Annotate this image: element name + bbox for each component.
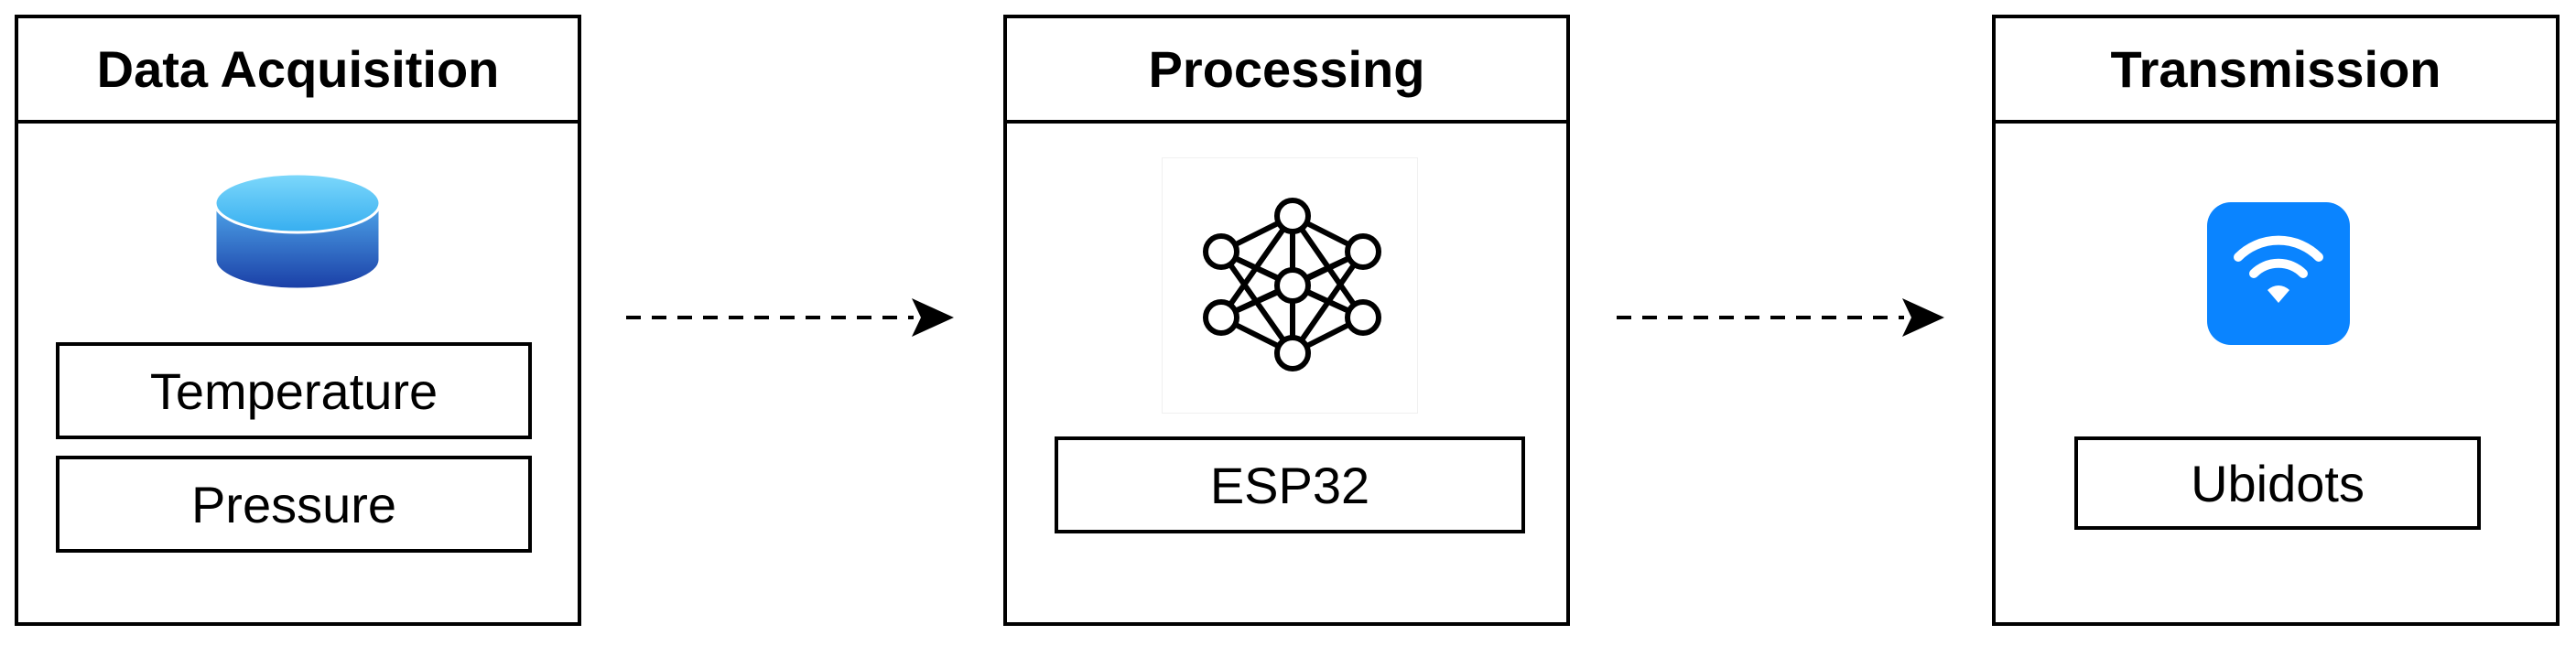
transmission-title: Transmission — [1996, 18, 2556, 124]
arrow-processing-to-transmission — [1617, 298, 1944, 337]
arrow-acquisition-to-processing — [626, 298, 954, 337]
processing-panel: Processing — [1003, 15, 1570, 626]
neural-network-icon — [1162, 157, 1418, 414]
data-acquisition-title: Data Acquisition — [18, 18, 578, 124]
wifi-icon — [2207, 202, 2350, 345]
pressure-label: Pressure — [56, 456, 532, 553]
data-acquisition-panel: Data Acquisition Temperature Pre — [15, 15, 581, 626]
transmission-panel: Transmission Ubidots — [1992, 15, 2560, 626]
ubidots-label: Ubidots — [2074, 436, 2481, 530]
temperature-label: Temperature — [56, 342, 532, 439]
esp32-label: ESP32 — [1055, 436, 1525, 533]
database-icon — [211, 168, 384, 296]
processing-title: Processing — [1007, 18, 1566, 124]
